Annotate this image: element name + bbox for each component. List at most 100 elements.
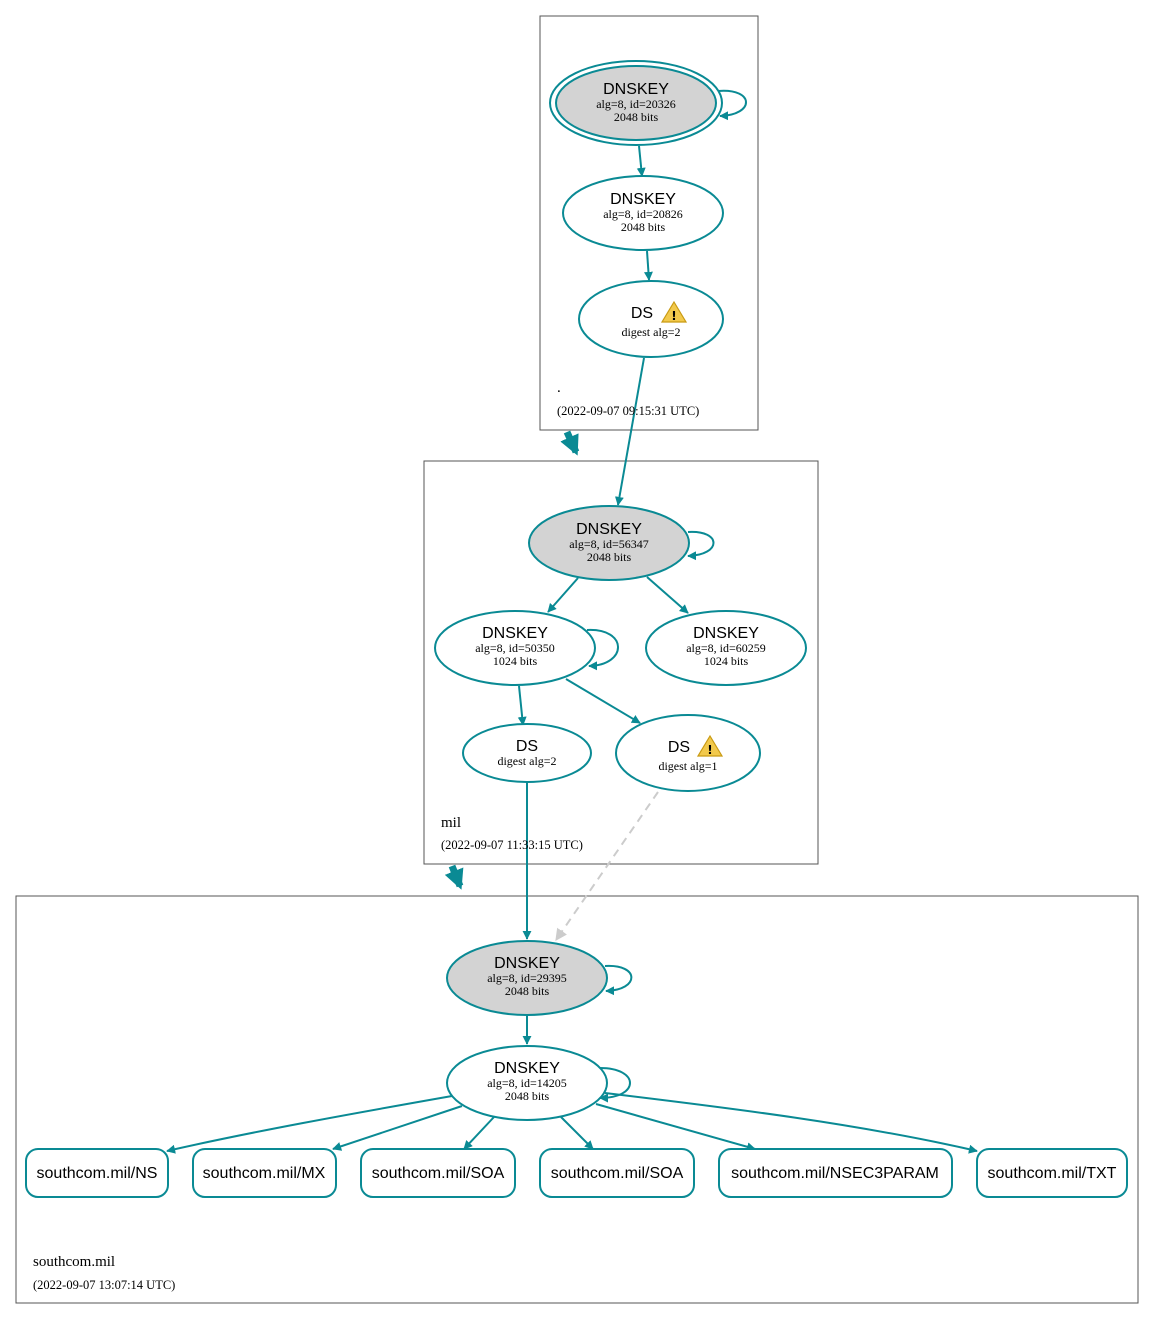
svg-text:!: ! [671, 309, 676, 323]
node-title: DNSKEY [494, 955, 560, 972]
zone-timestamp-southcom: (2022-09-07 13:07:14 UTC) [33, 1278, 175, 1292]
edge-zsk-record-soa2 [560, 1116, 594, 1150]
zsk-ellipse [645, 610, 807, 686]
dnskey-node-root-ksk[interactable]: DNSKEY alg=8, id=20326 2048 bits [549, 60, 723, 146]
zone-box-southcom [15, 895, 1139, 1304]
rrset-box [360, 1148, 516, 1198]
edge-southcom-zsk-self [599, 1067, 631, 1103]
node-key-size: 2048 bits [505, 984, 550, 998]
edge-root-ds-mil-ksk [614, 357, 645, 506]
edge-mil-zsk1-ds1 [517, 685, 527, 726]
rrset-node-ns[interactable]: southcom.mil/NS [25, 1148, 169, 1198]
edge-root-ksk-zsk [636, 145, 646, 177]
edge-zsk-record-ns [166, 1095, 453, 1154]
zone-label-southcom: southcom.mil [33, 1254, 115, 1270]
rrset-node-txt[interactable]: southcom.mil/TXT [976, 1148, 1128, 1198]
zone-box-mil [423, 460, 819, 865]
ds-node-mil-alg1[interactable]: DS ! digest alg=1 [615, 714, 761, 792]
edge-root-ksk-self [717, 89, 747, 121]
zone-box-root [539, 15, 759, 431]
rrset-node-mx[interactable]: southcom.mil/MX [192, 1148, 337, 1198]
ds-node-root[interactable]: DS ! digest alg=2 [578, 280, 724, 358]
node-key-info: alg=8, id=20826 [603, 207, 683, 221]
rrset-node-soa-1[interactable]: southcom.mil/SOA [360, 1148, 516, 1198]
edge-root-zsk-ds [643, 250, 653, 281]
svg-text:!: ! [707, 743, 712, 757]
warning-icon: ! [696, 734, 724, 757]
dnskey-node-root-zsk[interactable]: DNSKEY alg=8, id=20826 2048 bits [562, 175, 724, 251]
zone-timestamp-root: (2022-09-07 09:15:31 UTC) [557, 404, 699, 418]
node-key-size: 2048 bits [621, 220, 666, 234]
ds-ellipse [462, 723, 592, 783]
edge-mil-ksk-zsk1 [547, 577, 579, 613]
node-key-info: alg=8, id=20326 [596, 97, 676, 111]
zsk-ellipse [434, 610, 596, 686]
rrset-box [976, 1148, 1128, 1198]
ksk-ellipse [528, 505, 690, 581]
node-key-info: alg=8, id=60259 [686, 641, 766, 655]
rrset-box [192, 1148, 337, 1198]
rrset-label: southcom.mil/SOA [372, 1165, 505, 1182]
node-digest-info: digest alg=1 [658, 759, 717, 773]
delegation-root-mil [560, 430, 580, 456]
node-key-info: alg=8, id=14205 [487, 1076, 567, 1090]
node-title: DNSKEY [576, 521, 642, 538]
node-title: DS [631, 305, 653, 322]
rrset-label: southcom.mil/MX [203, 1165, 326, 1182]
node-title: DNSKEY [610, 191, 676, 208]
node-key-size: 1024 bits [704, 654, 749, 668]
zone-label-mil: mil [441, 815, 461, 831]
zsk-ellipse [446, 1045, 608, 1121]
node-key-info: alg=8, id=50350 [475, 641, 555, 655]
dnskey-node-southcom-zsk[interactable]: DNSKEY alg=8, id=14205 2048 bits [446, 1045, 608, 1121]
ds-ellipse [578, 280, 724, 358]
node-key-size: 2048 bits [587, 550, 632, 564]
node-key-info: alg=8, id=29395 [487, 971, 567, 985]
node-title: DNSKEY [693, 625, 759, 642]
delegation-mil-southcom [444, 864, 464, 890]
node-key-size: 1024 bits [493, 654, 538, 668]
dnskey-node-mil-zsk-60259[interactable]: DNSKEY alg=8, id=60259 1024 bits [645, 610, 807, 686]
edge-southcom-ksk-self [604, 964, 633, 996]
edge-zsk-record-mx [332, 1105, 463, 1151]
edge-mil-ds2-southcom-ksk [555, 791, 659, 941]
zsk-ellipse [562, 175, 724, 251]
ksk-inner-ellipse [555, 65, 717, 141]
edge-zsk-record-nsec3param [595, 1103, 756, 1152]
node-title: DS [516, 738, 538, 755]
zone-label-root: . [557, 380, 561, 396]
rrset-box [718, 1148, 953, 1198]
dnskey-node-mil-zsk-50350[interactable]: DNSKEY alg=8, id=50350 1024 bits [434, 610, 596, 686]
node-digest-info: digest alg=2 [621, 325, 680, 339]
edge-mil-zsk1-ds2 [565, 678, 641, 724]
rrset-node-soa-2[interactable]: southcom.mil/SOA [539, 1148, 695, 1198]
edge-mil-ksk-self [687, 530, 715, 561]
rrset-label: southcom.mil/NS [37, 1165, 158, 1182]
node-title: DNSKEY [603, 81, 669, 98]
dnskey-node-southcom-ksk[interactable]: DNSKEY alg=8, id=29395 2048 bits [446, 940, 608, 1016]
ds-node-mil-alg2[interactable]: DS digest alg=2 [462, 723, 592, 783]
edge-zsk-record-txt [604, 1092, 978, 1154]
ksk-ellipse [446, 940, 608, 1016]
rrset-box [25, 1148, 169, 1198]
edge-zsk-record-soa1 [463, 1116, 495, 1150]
node-key-size: 2048 bits [505, 1089, 550, 1103]
node-title: DNSKEY [494, 1060, 560, 1077]
rrset-label: southcom.mil/TXT [988, 1165, 1117, 1182]
rrset-node-nsec3param[interactable]: southcom.mil/NSEC3PARAM [718, 1148, 953, 1198]
rrset-box [539, 1148, 695, 1198]
zone-timestamp-mil: (2022-09-07 11:33:15 UTC) [441, 838, 583, 852]
ds-ellipse [615, 714, 761, 792]
edge-mil-ksk-zsk2 [646, 576, 689, 614]
node-key-size: 2048 bits [614, 110, 659, 124]
warning-icon: ! [660, 300, 688, 323]
edge-mil-zsk1-self [586, 628, 619, 671]
dnskey-node-mil-ksk[interactable]: DNSKEY alg=8, id=56347 2048 bits [528, 505, 690, 581]
node-digest-info: digest alg=2 [497, 754, 556, 768]
node-title: DS [668, 739, 690, 756]
rrset-label: southcom.mil/SOA [551, 1165, 684, 1182]
node-title: DNSKEY [482, 625, 548, 642]
node-key-info: alg=8, id=56347 [569, 537, 649, 551]
rrset-label: southcom.mil/NSEC3PARAM [731, 1165, 939, 1182]
